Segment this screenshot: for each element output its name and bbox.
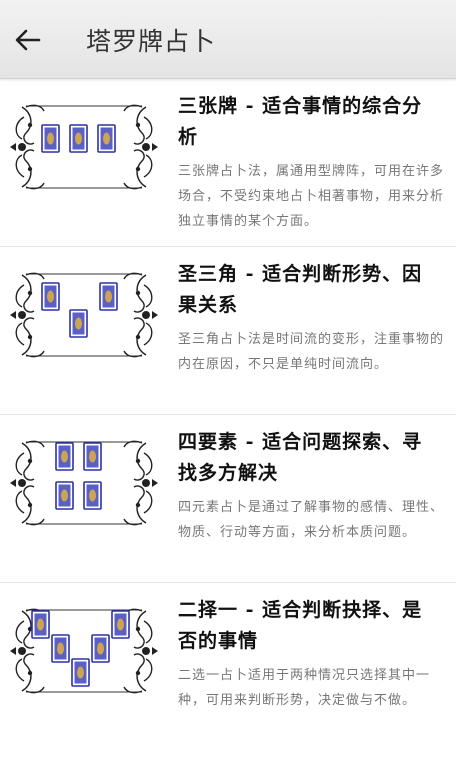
back-button[interactable] (8, 22, 48, 58)
spread-item-four-elements[interactable]: 四要素 - 适合问题探索、寻找多方解决 四元素占卜是通过了解事物的感情、理性、物… (0, 415, 456, 583)
four-elements-spread-thumbnail (10, 440, 158, 526)
spread-title: 四要素 - 适合问题探索、寻找多方解决 (178, 431, 423, 484)
spread-item-choose-one[interactable]: 二择一 - 适合判断抉择、是否的事情 二选一占卜适用于两种情况只选择其中一种，可… (0, 583, 456, 750)
spread-item-holy-triangle[interactable]: 圣三角 - 适合判断形势、因果关系 圣三角占卜法是时间流的变形，注重事物的内在原… (0, 247, 456, 415)
spread-list: 三张牌 - 适合事情的综合分析 三张牌占卜法，属通用型牌阵，可用在许多场合，不受… (0, 79, 456, 750)
holy-triangle-spread-thumbnail (10, 272, 158, 358)
spread-item-three-cards[interactable]: 三张牌 - 适合事情的综合分析 三张牌占卜法，属通用型牌阵，可用在许多场合，不受… (0, 79, 456, 247)
spread-description: 四元素占卜是通过了解事物的感情、理性、物质、行动等方面，来分析本质问题。 (178, 500, 445, 540)
spread-title: 圣三角 - 适合判断形势、因果关系 (178, 263, 423, 316)
choose-one-spread-thumbnail (10, 608, 158, 694)
spread-title: 二择一 - 适合判断抉择、是否的事情 (178, 599, 423, 652)
spread-title: 三张牌 - 适合事情的综合分析 (178, 95, 423, 148)
spread-description: 三张牌占卜法，属通用型牌阵，可用在许多场合，不受约束地占卜相著事物，用来分析独立… (178, 164, 445, 229)
app-bar: 塔罗牌占卜 (0, 0, 456, 79)
spread-description: 二选一占卜适用于两种情况只选择其中一种，可用来判断形势，决定做与不做。 (178, 668, 431, 708)
arrow-left-icon (15, 29, 41, 51)
page-title: 塔罗牌占卜 (86, 27, 217, 56)
spread-description: 圣三角占卜法是时间流的变形，注重事物的内在原因，不只是单纯时间流向。 (178, 332, 445, 372)
three-card-spread-thumbnail (10, 104, 158, 190)
